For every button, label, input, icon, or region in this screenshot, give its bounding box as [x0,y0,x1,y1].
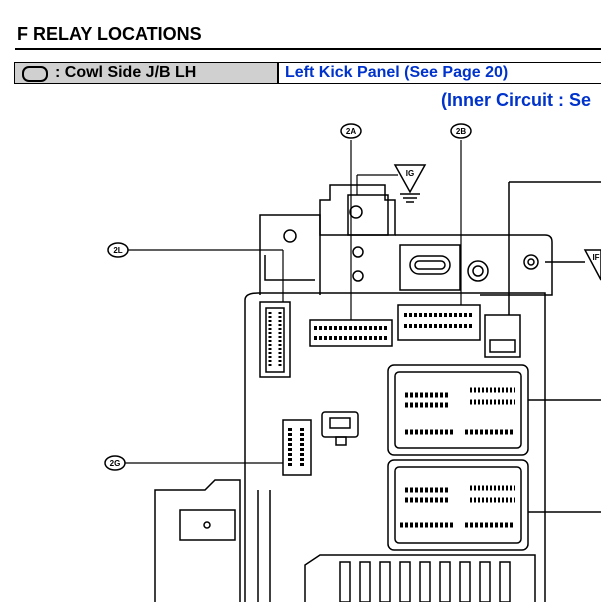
ground-symbol-if-icon [545,249,601,281]
ground-symbol-ig-icon [393,164,427,203]
upper-bracket [319,184,553,296]
title-rule [15,48,601,50]
connector-2g-housing [282,419,312,476]
connector-label-2g: 2G [110,459,121,468]
connector-label-2a: 2A [346,127,356,136]
left-bracket [259,214,321,295]
lower-left-bracket [154,479,271,602]
relay-block-upper [387,364,601,456]
relay-block-lower [387,459,601,551]
inner-circuit-label: (Inner Circuit : Se [441,90,592,110]
location-label: : Cowl Side J/B LH [55,64,197,81]
rounded-rectangle-symbol-icon [22,66,48,82]
connector-2l-housing [259,301,291,378]
position-link[interactable]: Left Kick Panel (See Page 20) [285,64,509,81]
connector-tag-2a [340,123,362,139]
connector-2a-housing [309,319,393,347]
leader-lines [125,140,462,464]
relay-small-center [321,411,359,446]
position-cell: Left Kick Panel (See Page 20) [278,62,601,84]
connector-tag-2g [104,455,126,471]
junction-block-body [244,292,546,602]
connector-label-2b: 2B [456,127,466,136]
connector-label-2l: 2L [113,246,122,255]
ground-label-ig: IG [406,169,414,178]
connector-tag-2l [107,242,129,258]
connector-tag-2b [450,123,472,139]
fuse-block [304,554,536,602]
connector-2b-housing [397,304,481,341]
ground-label-if: IF [592,253,599,262]
location-cell: : Cowl Side J/B LH [14,62,278,84]
section-title: F RELAY LOCATIONS [17,24,202,44]
relay-socket-small [484,181,601,358]
location-row: : Cowl Side J/B LH Left Kick Panel (See … [14,62,601,84]
